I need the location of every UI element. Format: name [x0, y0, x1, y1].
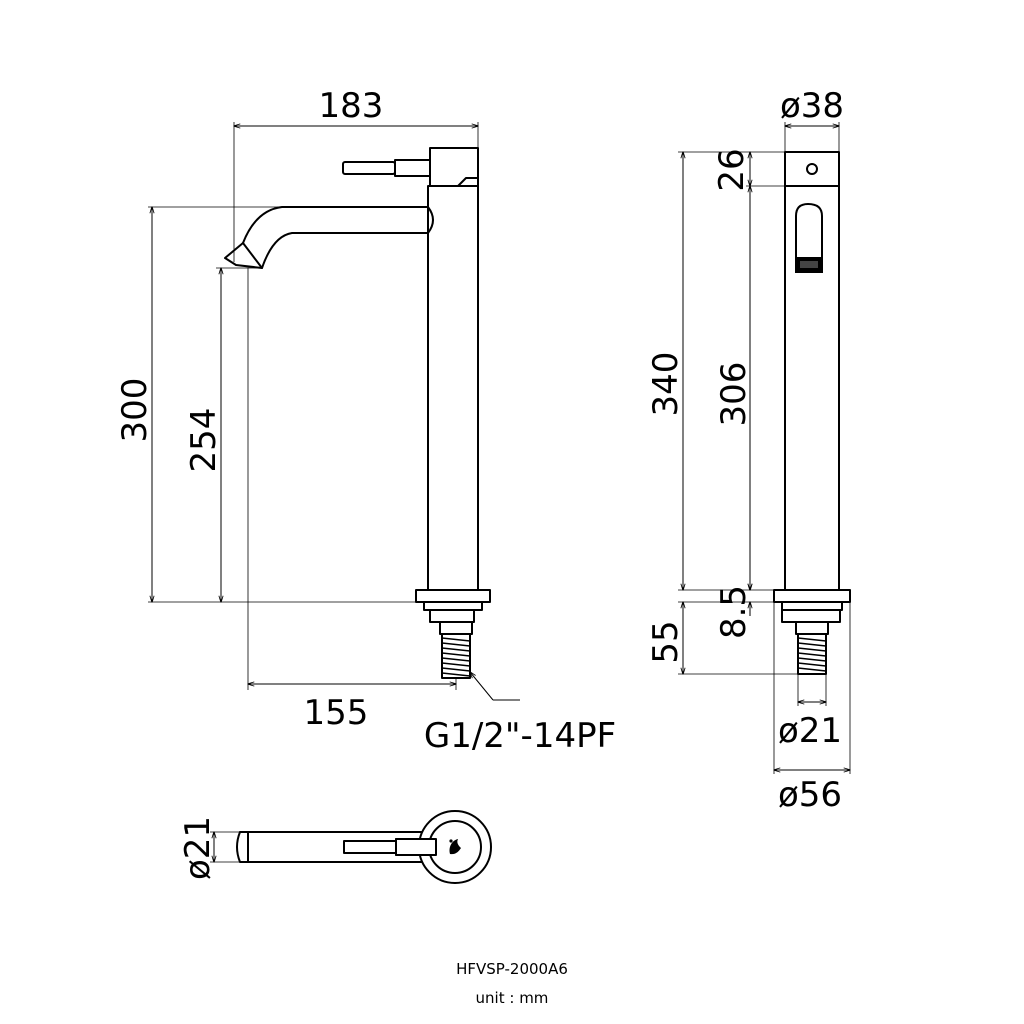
brand-logo [449, 839, 461, 855]
dim-lever-height: 26 [712, 148, 752, 191]
side-spout [795, 203, 823, 259]
side-lever-cap [784, 151, 840, 187]
unit-label: unit : mm [476, 989, 549, 1007]
dim-shank-length: 55 [646, 620, 686, 663]
thread-spec: G1/2"-14PF [424, 716, 616, 756]
side-threaded-shank [797, 633, 827, 675]
dim-lever-diameter: ø38 [780, 86, 844, 126]
model-number: HFVSP-2000A6 [456, 960, 568, 978]
front-view [224, 147, 491, 679]
dim-spout-diameter: ø21 [178, 816, 218, 880]
threaded-shank [441, 633, 471, 679]
dim-flange-thickness: 8.5 [714, 585, 754, 639]
lever-handle [342, 161, 396, 175]
dim-shank-diameter: ø21 [778, 711, 842, 751]
side-view [773, 151, 851, 675]
dim-spout-clearance: 254 [184, 408, 224, 473]
dim-base-diameter: ø56 [778, 775, 842, 815]
dim-overall-height: 300 [115, 378, 155, 443]
top-dimensions [210, 832, 240, 862]
lever-cap [429, 147, 479, 187]
side-dimensions [678, 122, 850, 774]
top-lever [343, 840, 397, 854]
base-flange [415, 589, 491, 603]
side-body [784, 185, 840, 591]
spout [242, 206, 429, 269]
top-spout [236, 831, 429, 863]
dim-overall-reach: 183 [319, 86, 384, 126]
top-view [236, 810, 492, 884]
dim-body-lower-height: 306 [714, 362, 754, 427]
dim-spout-projection: 155 [304, 693, 369, 733]
faucet-body [427, 185, 479, 591]
dim-body-height: 340 [646, 352, 686, 417]
aerator [224, 242, 263, 269]
front-dimensions [148, 122, 520, 701]
shank-nut [429, 609, 475, 623]
